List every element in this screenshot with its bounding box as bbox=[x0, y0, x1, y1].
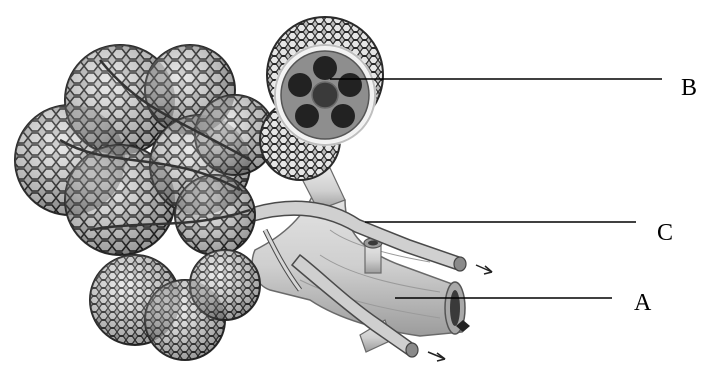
label-a: A bbox=[634, 290, 652, 316]
label-c: C bbox=[657, 220, 673, 246]
alveolus-cross-section bbox=[260, 17, 383, 180]
label-b: B bbox=[681, 75, 697, 101]
alveolar-sac-lower bbox=[90, 250, 260, 360]
alveolar-sac-cluster bbox=[15, 45, 275, 255]
